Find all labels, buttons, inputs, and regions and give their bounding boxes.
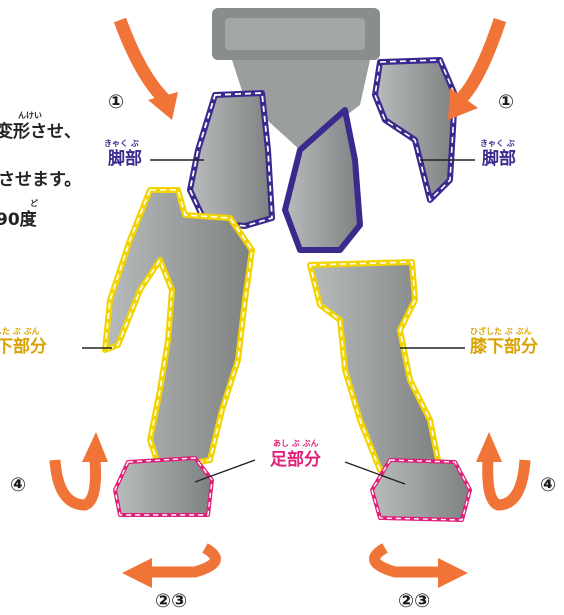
arrow-step23-right: [369, 543, 468, 588]
step4-left-marker: ④: [10, 474, 27, 496]
arrow-step23-left: [122, 543, 221, 588]
leader-foot-right: [344, 461, 406, 485]
leader-foot-left: [194, 459, 256, 483]
step4-right-marker: ④: [540, 474, 557, 496]
leg-left-ruby: きゃく ぶ: [104, 139, 139, 148]
right-foot-outline: [370, 458, 472, 522]
step23-right-marker: ②③: [398, 590, 431, 612]
instruction-line-1-ruby: んけい: [18, 111, 42, 120]
leg-right-label: 脚部: [482, 149, 516, 169]
right-hip-piece-outline: [372, 57, 458, 203]
left-leg: [102, 90, 275, 517]
instruction-line-2: させます。: [0, 170, 82, 190]
step23-left-marker: ②③: [155, 590, 188, 612]
step1-right-marker: ①: [498, 91, 515, 113]
right-leg: [282, 57, 472, 522]
left-lower-outline: [102, 187, 255, 473]
leader-lines: [82, 159, 475, 485]
lower-left-ruby: した ぶ ぶん: [0, 327, 40, 336]
leg-right-ruby: きゃく ぶ: [480, 139, 515, 148]
step1-left-marker: ①: [108, 91, 125, 113]
foot-label: 足部分: [270, 450, 321, 470]
right-leg-outline: [282, 107, 363, 253]
arrow-step4-left: [49, 432, 108, 511]
arrow-step1-right: [448, 17, 507, 120]
instruction-line-1: 変形させ、: [0, 122, 81, 142]
instruction-line-3-ruby: ど: [30, 199, 38, 208]
lower-right-ruby: ひざした ぶ ぶん: [470, 327, 532, 336]
arrows: [49, 17, 531, 588]
left-foot-outline: [113, 456, 214, 517]
instruction-line-3: 90度: [0, 210, 37, 230]
robot-hips: [232, 60, 370, 150]
robot-body: [212, 8, 380, 150]
lower-right-label: 膝下部分: [470, 337, 538, 357]
lower-left-label: 下部分: [0, 337, 47, 357]
arrow-step4-right: [476, 432, 531, 511]
arrow-step1-left: [113, 17, 178, 120]
right-lower-outline: [307, 259, 443, 473]
foot-ruby: あし ぶ ぶん: [273, 439, 319, 448]
leg-left-label: 脚部: [108, 149, 142, 169]
